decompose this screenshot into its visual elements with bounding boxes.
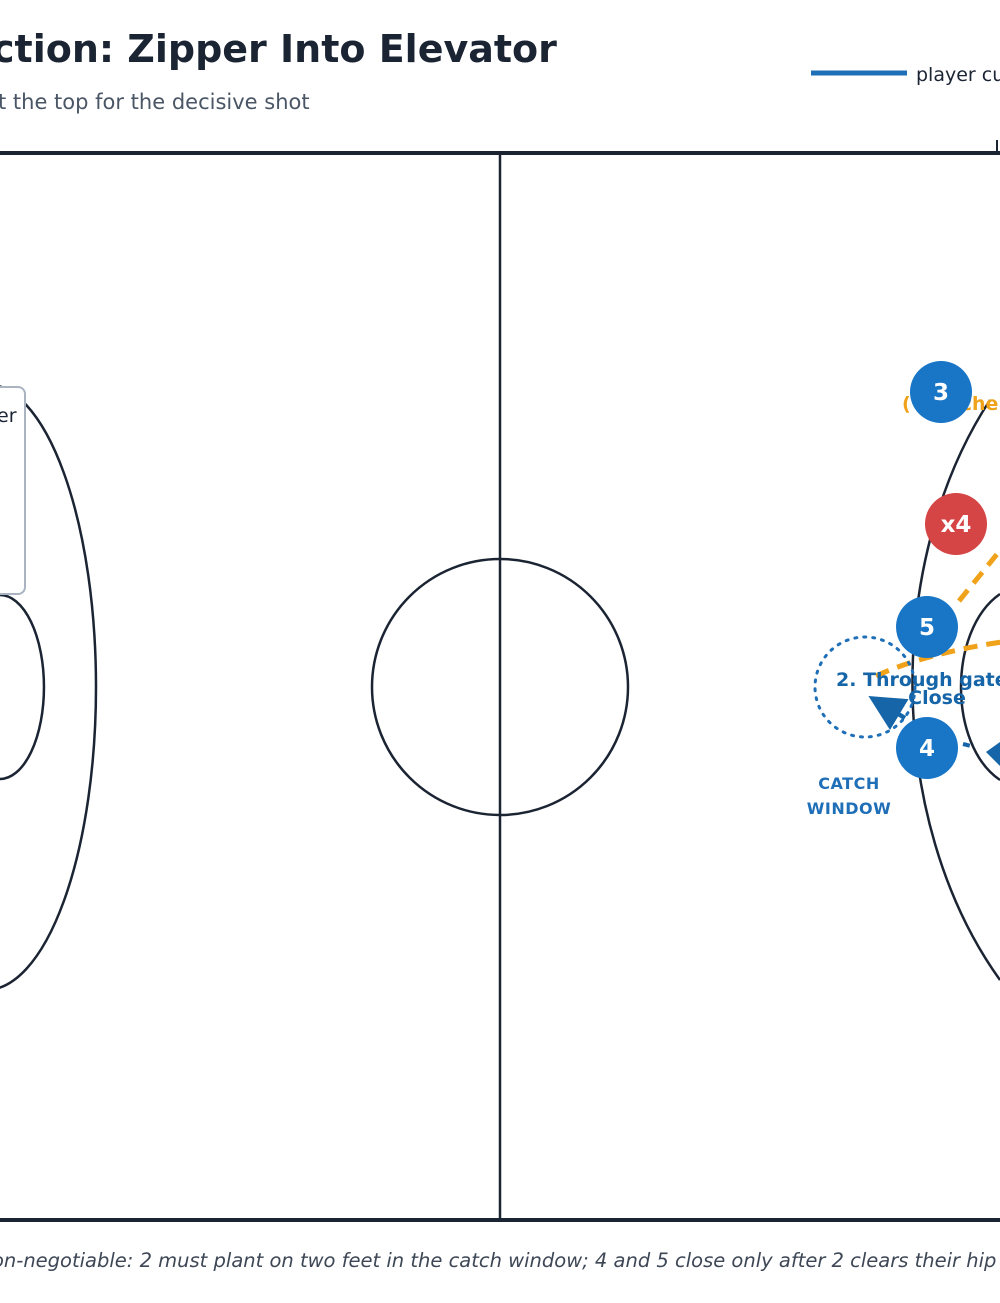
- screen-paths: [874, 546, 1000, 679]
- catch-window-circle: [813, 635, 917, 739]
- screen-path-5: [874, 639, 1000, 679]
- cut-path-2: [962, 742, 976, 749]
- player-3[interactable]: 3: [910, 361, 972, 423]
- left-three-point-arc: [0, 385, 98, 989]
- catch-window-label-line2: WINDOW: [807, 799, 892, 818]
- player-5[interactable]: 5: [896, 596, 958, 658]
- legend: player cu: [811, 64, 1000, 86]
- defender-x4[interactable]: x4: [925, 493, 987, 555]
- legend-cut-label: player cu: [916, 64, 1000, 86]
- player-number: 4: [919, 736, 935, 762]
- player-4[interactable]: 4: [896, 717, 958, 779]
- player-number: 3: [933, 380, 949, 406]
- defender-label: x4: [941, 512, 972, 538]
- offense-token: [896, 717, 958, 779]
- page-title: ction: Zipper Into Elevator: [0, 27, 557, 71]
- cut-arrowhead-2: [986, 742, 1000, 766]
- footer-note: on-negotiable: 2 must plant on two feet …: [0, 1249, 996, 1272]
- offense-token: [910, 361, 972, 423]
- player-number: 5: [919, 615, 935, 641]
- left-key-circle: [0, 593, 46, 781]
- center-circle: [370, 557, 630, 817]
- close-label: Close: [908, 687, 966, 709]
- defense-token: [925, 493, 987, 555]
- note-box-frame: [0, 386, 26, 595]
- court: [0, 140, 1000, 1222]
- cut-arrow-4: [868, 696, 909, 731]
- page-subtitle: t the top for the decisive shot: [0, 90, 310, 114]
- offense-token: [896, 596, 958, 658]
- catch-window: CATCH WINDOW: [807, 635, 917, 818]
- catch-window-label-line1: CATCH: [818, 774, 879, 793]
- right-key-circle: [959, 592, 1000, 782]
- note-box-text: er: [0, 405, 17, 427]
- cut-paths: [868, 696, 1000, 766]
- through-gate-label: 2. Through gate: [836, 669, 1000, 691]
- screen-path-x4: [957, 546, 1000, 603]
- note-box: er: [0, 386, 26, 595]
- right-three-point-arc: [911, 399, 1000, 981]
